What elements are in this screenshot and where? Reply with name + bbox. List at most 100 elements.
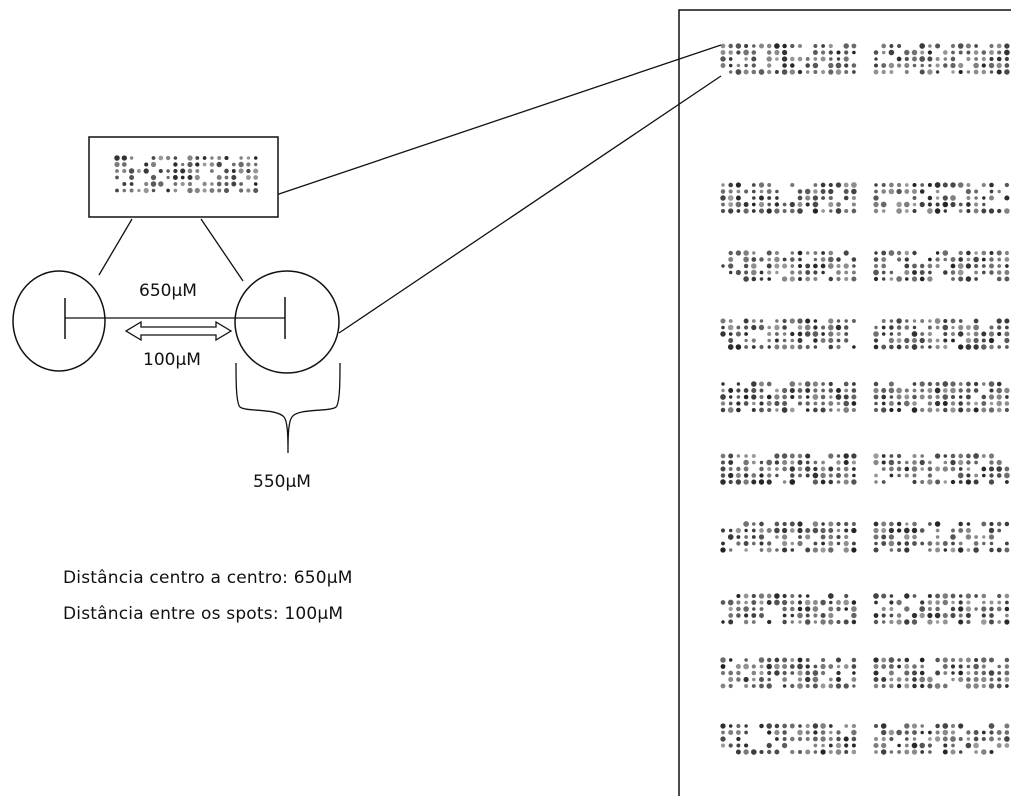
array-spot	[782, 522, 786, 526]
array-spot	[813, 195, 818, 200]
array-spot	[766, 683, 771, 688]
array-spot	[881, 407, 886, 412]
array-spot	[889, 534, 894, 539]
array-spot	[966, 677, 971, 682]
array-spot	[837, 529, 840, 532]
array-spot	[187, 155, 192, 160]
array-spot	[943, 657, 948, 662]
array-spot	[203, 156, 207, 160]
array-spot	[173, 169, 177, 173]
array-spot	[782, 541, 787, 546]
array-spot	[821, 613, 826, 618]
array-spot	[919, 56, 925, 62]
array-spot	[874, 70, 879, 75]
array-spot	[836, 620, 840, 624]
array-spot	[966, 671, 970, 675]
array-spot	[783, 594, 787, 598]
array-spot	[966, 620, 970, 624]
array-spot	[736, 724, 740, 728]
array-spot	[989, 473, 993, 477]
array-spot	[181, 176, 185, 180]
array-spot	[928, 594, 932, 598]
array-spot	[928, 64, 931, 67]
array-spot	[951, 270, 955, 274]
array-spot	[805, 325, 811, 331]
array-spot	[920, 264, 924, 268]
array-spot	[728, 600, 734, 606]
array-spot	[790, 395, 794, 399]
array-spot	[905, 257, 909, 261]
array-spot	[1005, 614, 1009, 618]
array-spot	[744, 57, 747, 60]
array-spot	[798, 345, 803, 350]
array-spot	[897, 332, 901, 336]
array-spot	[836, 345, 840, 349]
array-spot	[897, 541, 901, 545]
array-spot	[736, 50, 740, 54]
array-spot	[989, 460, 993, 464]
array-spot	[997, 743, 1002, 748]
array-spot	[821, 70, 825, 74]
array-spot	[720, 331, 725, 336]
array-spot	[759, 182, 764, 187]
array-spot	[736, 182, 741, 187]
array-spot	[736, 744, 740, 748]
array-spot	[928, 731, 932, 735]
array-spot	[958, 182, 964, 188]
array-spot	[821, 730, 826, 735]
array-spot	[805, 388, 810, 393]
array-spot	[767, 671, 771, 675]
array-spot	[873, 195, 878, 200]
array-spot	[843, 453, 848, 458]
array-spot	[744, 613, 748, 617]
array-spot	[982, 196, 985, 199]
array-spot	[736, 594, 740, 598]
array-spot	[897, 548, 901, 552]
array-spot	[889, 684, 893, 688]
array-spot	[882, 454, 886, 458]
array-spot	[904, 338, 909, 343]
array-spot	[766, 664, 772, 670]
array-spot	[896, 730, 902, 736]
array-spot	[729, 467, 733, 471]
array-spot	[721, 620, 724, 623]
array-spot	[1005, 345, 1009, 349]
array-spot	[836, 730, 840, 734]
array-spot	[1004, 318, 1009, 323]
array-spot	[837, 402, 841, 406]
array-spot	[774, 394, 779, 399]
array-spot	[736, 250, 741, 255]
array-spot	[874, 57, 877, 60]
array-spot	[874, 677, 879, 682]
array-spot	[814, 345, 818, 349]
array-spot	[783, 258, 787, 262]
array-spot	[920, 658, 925, 663]
array-spot	[950, 202, 955, 207]
array-spot	[951, 44, 955, 48]
array-spot	[981, 209, 986, 214]
array-spot	[928, 202, 932, 206]
array-spot	[1004, 736, 1010, 742]
array-spot	[889, 737, 893, 741]
array-spot	[767, 541, 771, 545]
array-spot	[881, 541, 886, 546]
array-spot	[989, 270, 993, 274]
array-spot	[889, 183, 894, 188]
array-spot	[944, 258, 948, 262]
array-spot	[783, 614, 787, 618]
array-spot	[759, 345, 763, 349]
array-spot	[912, 613, 917, 618]
array-spot	[806, 408, 810, 412]
array-spot	[982, 70, 987, 75]
array-spot	[981, 522, 986, 527]
array-spot	[951, 57, 956, 62]
array-spot	[798, 395, 802, 399]
array-spot	[767, 750, 771, 754]
array-spot	[806, 594, 810, 598]
array-spot	[844, 50, 848, 54]
array-spot	[958, 619, 963, 624]
array-spot	[896, 318, 901, 323]
array-spot	[759, 724, 764, 729]
array-spot	[821, 257, 826, 262]
array-spot	[760, 190, 764, 194]
